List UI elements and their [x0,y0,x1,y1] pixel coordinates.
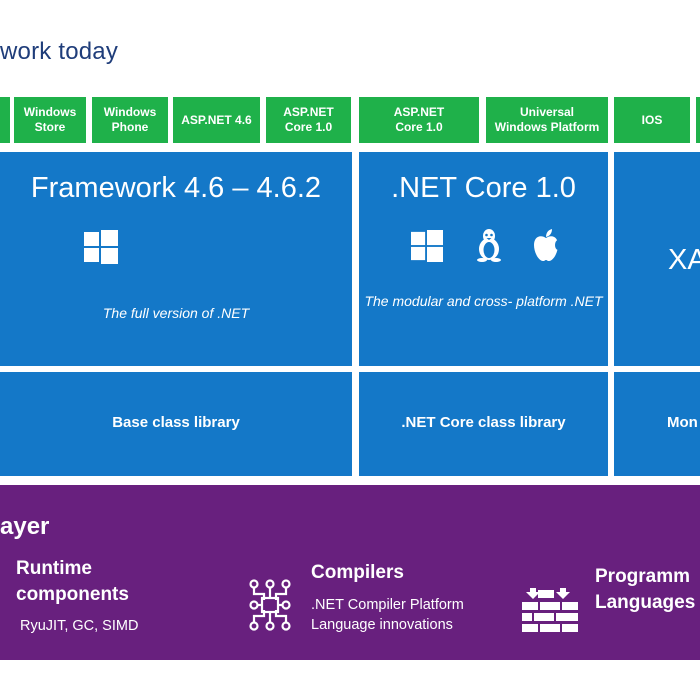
tag-partial-right [696,97,700,143]
core-library-label: .NET Core class library [401,414,566,431]
common-layer-title: ayer [0,513,50,540]
xamarin-library-panel: Mon [614,372,700,476]
tag-windows-store: Windows Store [14,97,86,143]
bricks-icon [522,588,578,632]
framework-library-panel: Base class library [0,372,352,476]
linux-penguin-icon [477,229,501,262]
languages-heading: Programm Languages [595,566,696,613]
framework-panel: Framework 4.6 – 4.6.2 The full version o… [0,152,352,366]
core-panel: .NET Core 1.0 The modular and cross- pla… [359,152,608,366]
tag-partial-left [0,97,10,143]
windows-logo-icon [411,230,443,262]
compilers-heading: Compilers [311,562,404,583]
xamarin-library-label: Mon [667,414,698,431]
core-description: The modular and cross- platform .NET [364,293,603,309]
tag-ios: IOS [614,97,690,143]
tag-windows-phone: Windows Phone [92,97,168,143]
page-title: work today [0,38,119,65]
tag-aspnet-core-a: ASP.NET Core 1.0 [266,97,351,143]
circuit-icon [249,579,291,631]
common-layer-panel [0,485,700,660]
apple-logo-icon [534,229,561,261]
xamarin-panel: XA [614,152,700,366]
xamarin-title: XA [668,244,700,276]
framework-title: Framework 4.6 – 4.6.2 [30,172,322,204]
tag-universal-windows-platform: Universal Windows Platform [486,97,608,143]
windows-logo-icon [84,230,118,264]
compilers-detail-1: .NET Compiler Platform [311,597,464,613]
compilers-detail-2: Language innovations [311,617,453,633]
core-title: .NET Core 1.0 [391,172,576,204]
runtime-heading: Runtime components [16,558,129,605]
framework-description: The full version of .NET [102,305,250,321]
framework-library-label: Base class library [112,414,240,431]
runtime-detail: RyuJIT, GC, SIMD [20,618,139,634]
core-library-panel: .NET Core class library [359,372,608,476]
tag-aspnet-46: ASP.NET 4.6 [173,97,260,143]
tag-aspnet-core-b: ASP.NET Core 1.0 [359,97,479,143]
